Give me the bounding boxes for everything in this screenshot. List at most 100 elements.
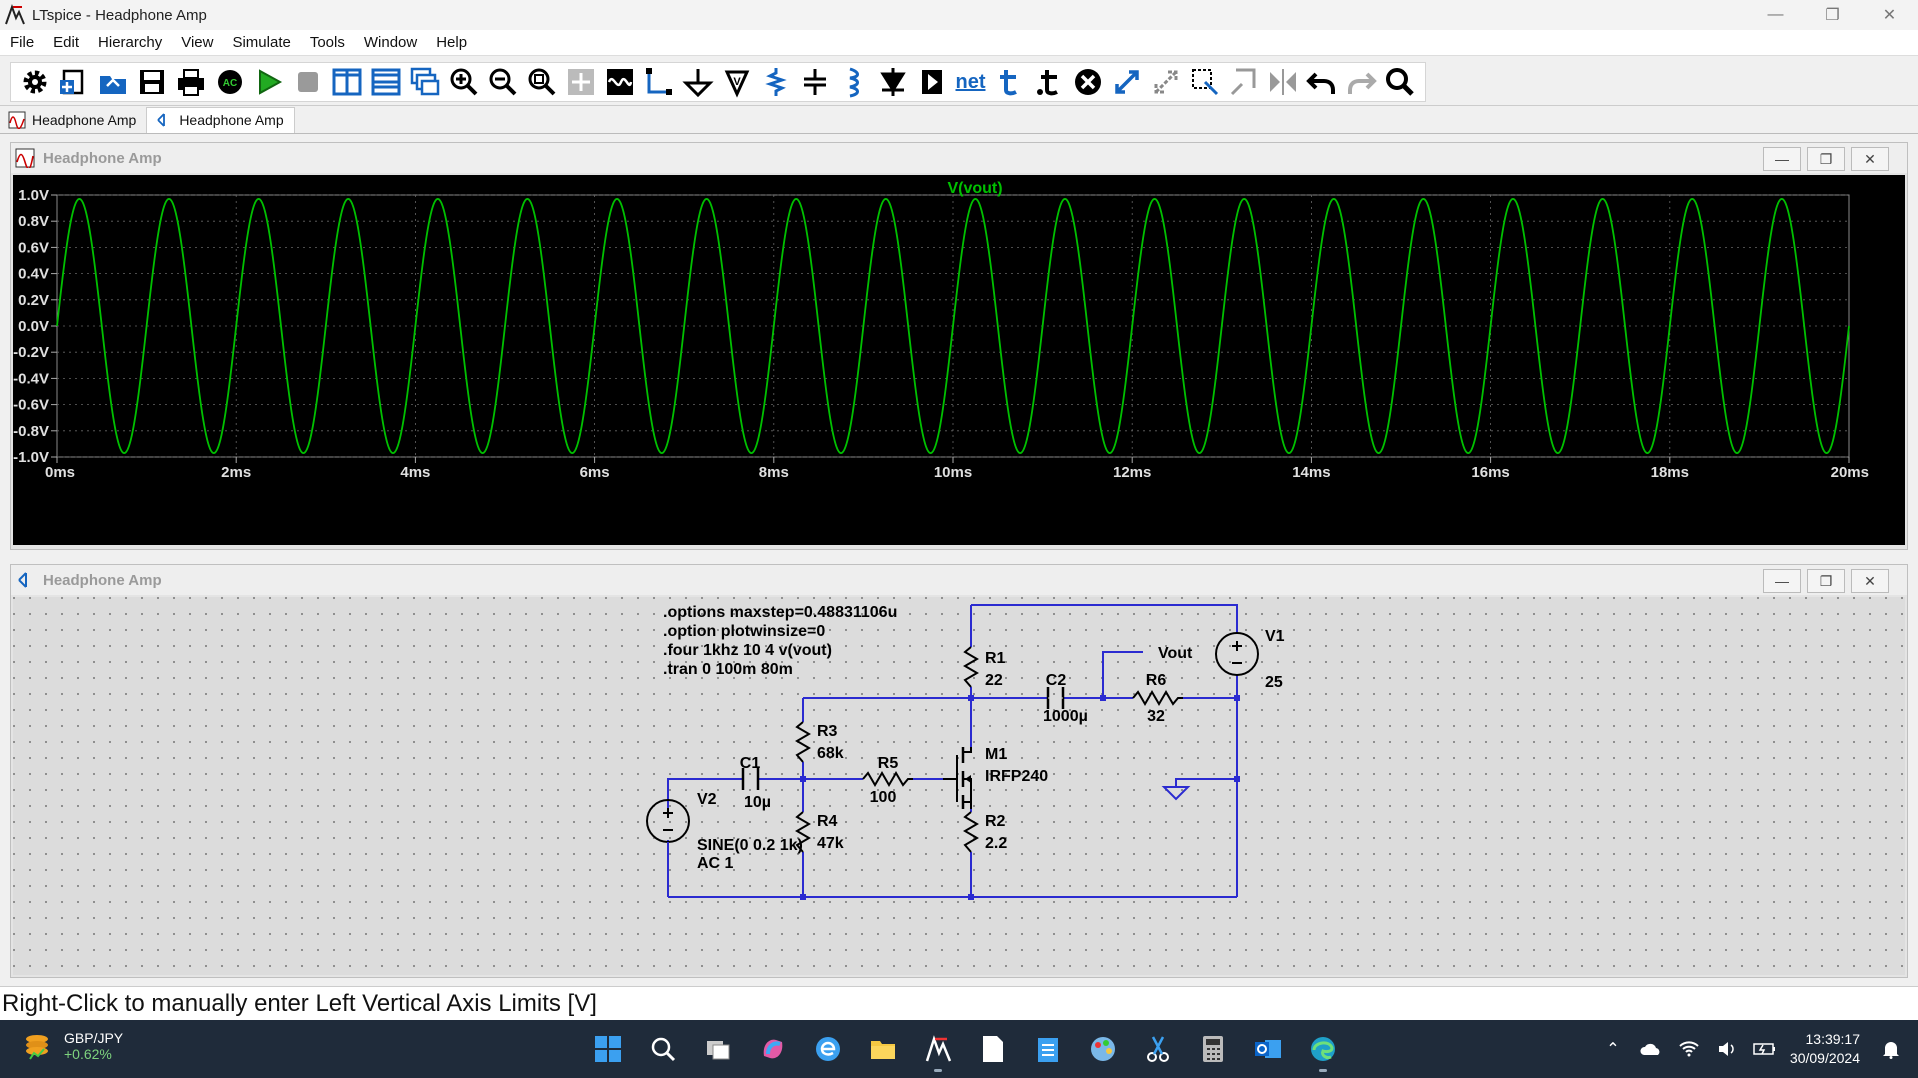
tile-horizontal-icon[interactable] [366,63,405,101]
resistor-r3[interactable]: R3 68k [795,721,844,763]
settings-icon[interactable] [15,63,54,101]
drag-icon[interactable] [1146,63,1185,101]
x-tick-label[interactable]: 2ms [221,464,251,481]
tab-waveform[interactable]: Headphone Amp [0,107,146,133]
copilot-icon[interactable] [751,1028,795,1070]
resistor-icon[interactable] [756,63,795,101]
menu-view[interactable]: View [181,34,214,51]
y-tick-label[interactable]: -1.0V [13,449,49,466]
mirror-icon[interactable] [1263,63,1302,101]
menu-window[interactable]: Window [363,34,418,51]
menu-file[interactable]: File [10,34,35,51]
clock[interactable]: 13:39:17 30/09/2024 [1790,1030,1860,1068]
notification-bell-icon[interactable] [1878,1036,1904,1062]
trace-label[interactable]: V(vout) [947,180,1002,197]
y-tick-label[interactable]: -0.8V [13,423,49,440]
x-tick-label[interactable]: 16ms [1471,464,1509,481]
y-tick-label[interactable]: -0.2V [13,344,49,361]
menu-edit[interactable]: Edit [53,34,80,51]
x-tick-label[interactable]: 0ms [45,464,75,481]
menu-simulate[interactable]: Simulate [232,34,291,51]
battery-icon[interactable] [1752,1036,1778,1062]
restore-button[interactable]: ❐ [1825,7,1840,24]
text-icon[interactable] [990,63,1029,101]
menu-tools[interactable]: Tools [309,34,345,51]
search-icon[interactable] [641,1028,685,1070]
y-tick-label[interactable]: 0.4V [18,266,49,283]
diode-icon[interactable] [873,63,912,101]
close-button[interactable]: ✕ [1851,147,1889,171]
chevron-up-icon[interactable]: ⌃ [1606,1041,1620,1058]
minimize-button[interactable]: — [1763,147,1801,171]
x-tick-label[interactable]: 14ms [1292,464,1330,481]
inductor-icon[interactable] [834,63,873,101]
tab-schematic[interactable]: Headphone Amp [146,106,295,133]
directive-maxstep[interactable]: .options maxstep=0.48831106u [663,604,897,621]
outlook-icon[interactable] [1246,1028,1290,1070]
x-tick-label[interactable]: 8ms [759,464,789,481]
resistor-r2[interactable]: R2 2.2 [963,811,1007,853]
x-tick-label[interactable]: 18ms [1651,464,1689,481]
snipping-tool-icon[interactable] [1136,1028,1180,1070]
close-button[interactable]: ✕ [1882,7,1897,24]
schematic-canvas[interactable]: .options maxstep=0.48831106u .option plo… [13,597,1905,975]
cascade-icon[interactable] [405,63,444,101]
net-label-vout[interactable]: Vout [1158,645,1193,662]
directive-plotwinsize[interactable]: .option plotwinsize=0 [663,623,825,640]
new-schematic-icon[interactable] [54,63,93,101]
spice-icon[interactable]: AC [210,63,249,101]
y-tick-label[interactable]: 1.0V [18,187,49,204]
y-tick-label[interactable]: 0.2V [18,292,49,309]
component-icon[interactable] [912,63,951,101]
menu-help[interactable]: Help [436,34,468,51]
net-label-icon[interactable]: net [951,63,990,101]
capacitor-c1[interactable]: C1 10µ [740,755,771,811]
y-tick-label[interactable]: -0.6V [13,397,49,414]
zoom-fit-icon[interactable] [522,63,561,101]
capacitor-icon[interactable] [795,63,834,101]
zoom-out-icon[interactable] [483,63,522,101]
ltspice-icon[interactable] [916,1028,960,1072]
y-tick-label[interactable]: 0.6V [18,239,49,256]
task-view-icon[interactable] [696,1028,740,1070]
autorange-icon[interactable] [600,63,639,101]
pan-icon[interactable] [561,63,600,101]
notepad-icon[interactable] [1026,1028,1070,1070]
ticker-widget[interactable]: GBP/JPY +0.62% [22,1030,123,1062]
restore-button[interactable]: ❐ [1807,147,1845,171]
resistor-r6[interactable]: R6 32 [1132,672,1183,725]
resistor-r4[interactable]: R4 47k [795,811,844,853]
resistor-r1[interactable]: R1 22 [963,646,1006,689]
open-icon[interactable] [93,63,132,101]
resistor-r5[interactable]: R5 100 [862,755,913,806]
duplicate-icon[interactable] [1185,63,1224,101]
mosfet-m1[interactable]: M1 IRFP240 [943,746,1048,809]
edge-legacy-icon[interactable] [806,1028,850,1070]
undo-icon[interactable] [1302,63,1341,101]
halt-icon[interactable] [288,63,327,101]
paste-icon[interactable] [1224,63,1263,101]
onedrive-icon[interactable] [1638,1036,1664,1062]
y-tick-label[interactable]: 0.8V [18,213,49,230]
y-tick-label[interactable]: -0.4V [13,370,49,387]
find-icon[interactable] [1380,63,1419,101]
x-tick-label[interactable]: 4ms [400,464,430,481]
spice-directive-icon[interactable] [1029,63,1068,101]
ground-symbol[interactable] [1161,786,1191,801]
restore-button[interactable]: ❐ [1807,569,1845,593]
x-tick-label[interactable]: 6ms [580,464,610,481]
zoom-in-icon[interactable] [444,63,483,101]
redo-icon[interactable] [1341,63,1380,101]
delete-icon[interactable] [1068,63,1107,101]
directive-tran[interactable]: .tran 0 100m 80m [663,661,793,678]
close-button[interactable]: ✕ [1851,569,1889,593]
volume-icon[interactable] [1714,1036,1740,1062]
paint-icon[interactable] [1081,1028,1125,1070]
directive-four[interactable]: .four 1khz 10 4 v(vout) [663,642,832,659]
x-tick-label[interactable]: 10ms [934,464,972,481]
move-icon[interactable] [1107,63,1146,101]
x-tick-label[interactable]: 20ms [1831,464,1869,481]
wire-icon[interactable] [639,63,678,101]
ground-icon[interactable] [678,63,717,101]
minimize-button[interactable]: — [1767,6,1784,23]
